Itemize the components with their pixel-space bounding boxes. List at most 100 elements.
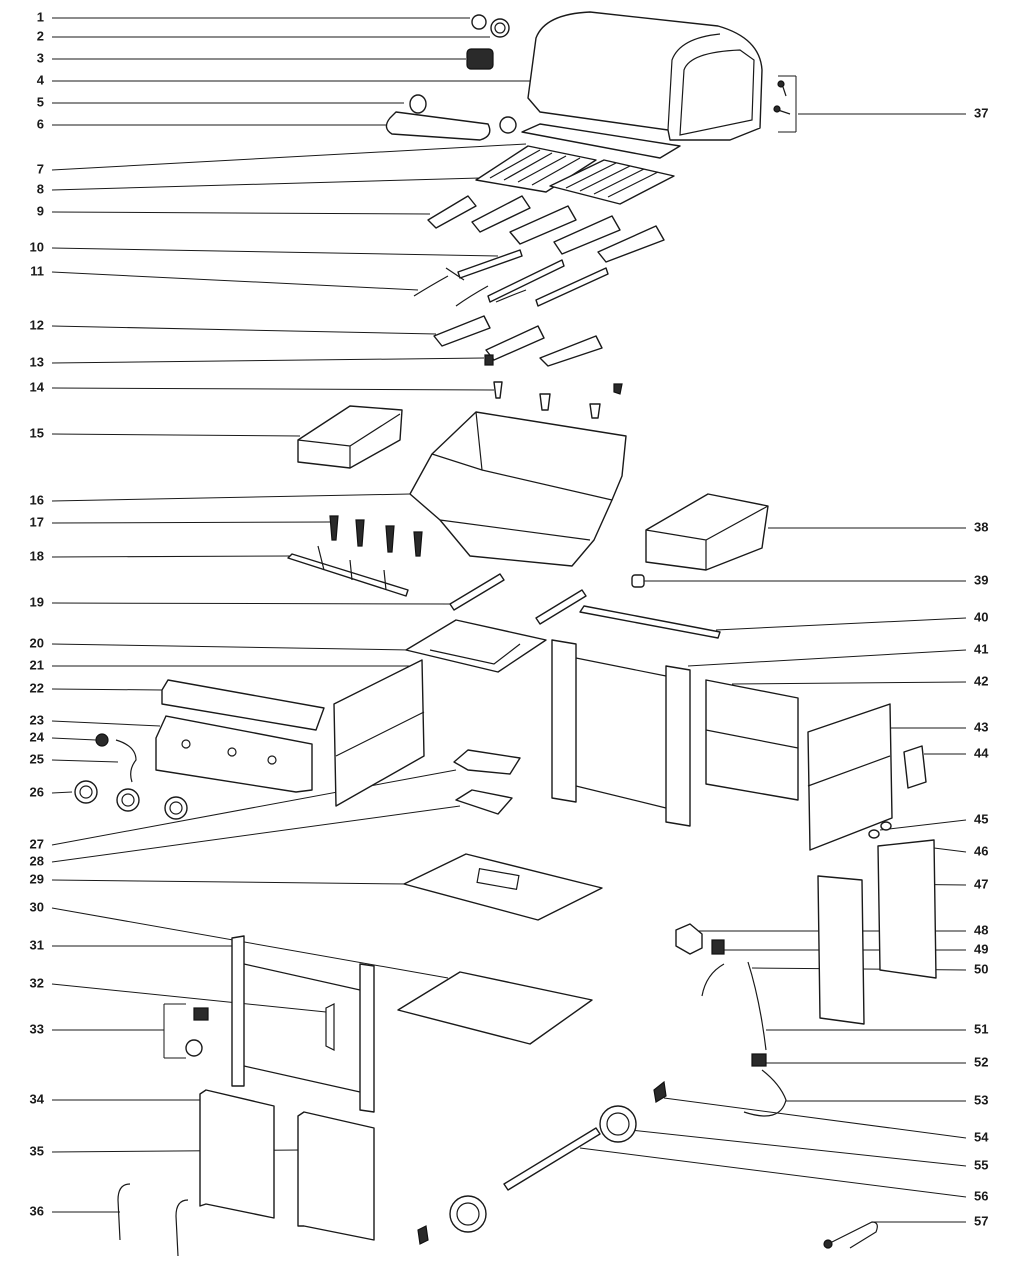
part-number-31: 31 [30,937,44,952]
part-15-side-table-left [297,405,403,469]
part-52-regulator [751,1053,767,1067]
part-36-door-handles [117,1183,189,1257]
part-number-17: 17 [30,514,44,529]
part-number-10: 10 [30,239,44,254]
part-number-27: 27 [30,836,44,851]
part-41-center-frame [551,639,691,827]
part-number-56: 56 [974,1188,988,1203]
part-number-3: 3 [37,50,44,65]
part-10-burner-tubes [457,249,609,307]
leader-line [663,1097,967,1139]
leader-line [51,737,97,741]
part-number-39: 39 [974,572,988,587]
part-11-igniter-wires [413,267,527,307]
part-44-fuel-gauge [903,745,927,789]
leader-line [51,493,411,502]
leader-line [51,357,485,364]
part-number-53: 53 [974,1092,988,1107]
part-23-control-panel [155,715,313,793]
part-number-23: 23 [30,712,44,727]
part-number-29: 29 [30,871,44,886]
part-number-1: 1 [37,9,44,24]
part-number-13: 13 [30,354,44,369]
part-number-41: 41 [974,641,988,656]
part-number-20: 20 [30,635,44,650]
part-number-15: 15 [30,425,44,440]
part-17-control-valves [329,515,423,557]
leader-line [51,247,499,257]
leader-line [51,879,409,885]
leader-line [51,143,527,171]
part-37-screws [773,80,791,115]
part-number-49: 49 [974,941,988,956]
part-31-left-frame [231,935,375,1113]
part-number-5: 5 [37,94,44,109]
leader-line [579,1147,967,1198]
leader-line [51,983,327,1013]
part-number-35: 35 [30,1143,44,1158]
part-number-7: 7 [37,161,44,176]
part-number-2: 2 [37,28,44,43]
part-number-38: 38 [974,519,988,534]
part-55-wheel [599,1105,637,1143]
leader-line [51,555,293,558]
part-number-43: 43 [974,719,988,734]
part-39-grommet [631,574,645,588]
part-3-logo-badge [466,48,494,70]
part-13-clip [484,354,494,366]
leader-line [51,791,73,794]
part-16-cookbox [409,411,627,567]
leader-line [51,759,119,763]
part-25-igniter-wire [115,739,137,783]
part-28-catch-pan-liner [455,789,513,815]
part-53-regulator-hose [743,1069,787,1117]
part-55-wheel-b [449,1195,487,1233]
leader-line [51,271,419,291]
part-8-cooking-grates [475,145,675,205]
part-14-burner-clips [493,381,623,419]
part-6-handle [385,111,491,141]
part-24-igniter-button [95,733,109,747]
part-number-25: 25 [30,751,44,766]
part-number-45: 45 [974,811,988,826]
part-number-33: 33 [30,1021,44,1036]
part-1-bezel [471,14,487,30]
leader-line [51,769,457,846]
part-number-44: 44 [974,745,989,760]
part-number-36: 36 [30,1203,44,1218]
part-46-tank-cover [877,839,937,979]
part-56-axle [503,1127,601,1191]
part-2-knob [490,18,510,38]
part-number-47: 47 [974,876,988,891]
part-33-casters [185,1007,209,1057]
part-18-manifold [287,553,409,597]
part-number-18: 18 [30,548,44,563]
part-42-rear-panel [705,679,799,801]
part-number-30: 30 [30,899,44,914]
part-9-flavorizer-bars [427,195,665,263]
part-number-42: 42 [974,673,988,688]
leader-line [51,177,481,191]
part-20-catch-pan [405,619,547,673]
part-number-labels: 1234567891011121314151617181920212223242… [30,9,990,1228]
leader-line [51,720,161,727]
leader-line [51,325,437,335]
part-number-55: 55 [974,1157,988,1172]
leader-line [687,649,967,667]
leader-line [51,907,449,979]
part-32-hose-clip [325,1003,335,1051]
part-number-32: 32 [30,975,44,990]
leader-line [51,433,301,437]
leader-line [731,681,967,685]
leader-line [879,819,967,831]
part-12-heat-deflectors [433,315,603,367]
part-4-lid [527,11,763,141]
part-51-gas-hose [747,961,767,1051]
part-5-handle-cap [409,94,427,114]
part-57-hook-tool [827,1221,878,1249]
part-number-37: 37 [974,105,988,120]
part-22-control-panel-top [161,679,325,731]
part-number-46: 46 [974,843,988,858]
part-7-warming-rack [521,123,681,159]
